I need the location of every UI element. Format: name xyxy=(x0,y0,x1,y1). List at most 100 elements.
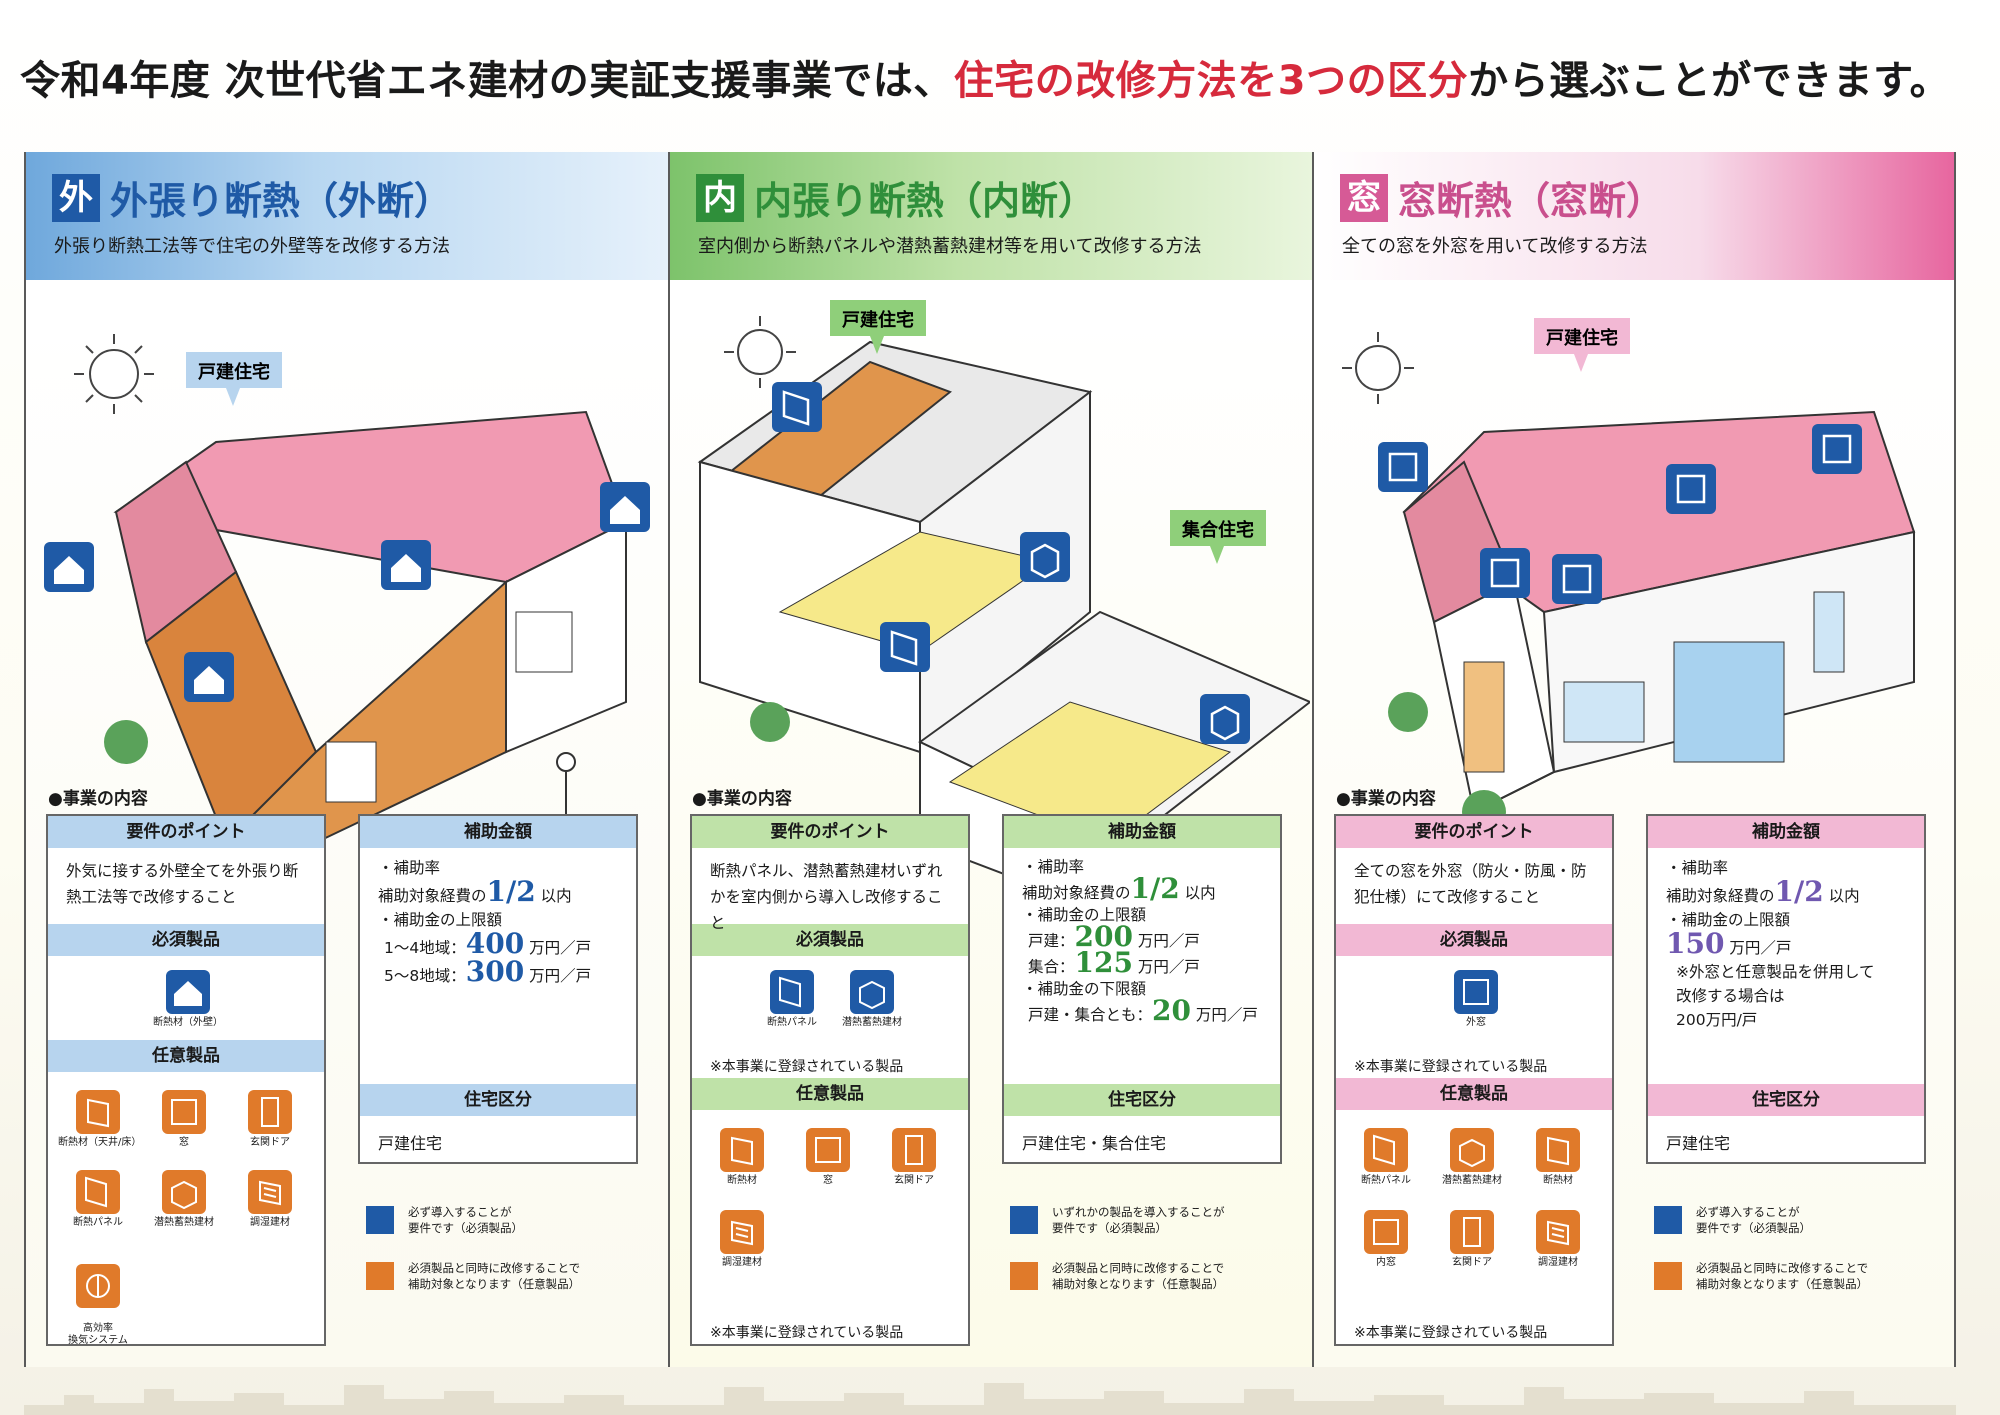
required-product: 潜熱蓄熱建材 xyxy=(832,970,912,1029)
house-type-value: 戸建住宅 xyxy=(1666,1134,1731,1153)
limit-row-2: 集合：125 万円／戸 xyxy=(1028,946,1200,979)
legend-optional: 必須製品と同時に改修することで 補助対象となります（任意製品） xyxy=(1010,1260,1300,1300)
page-title: 令和4年度 次世代省エネ建材の実証支援事業では、住宅の改修方法を3つの区分から選… xyxy=(20,48,1980,108)
house-type-value: 戸建住宅・集合住宅 xyxy=(1022,1134,1167,1153)
panel-outer-insulation: 外 外張り断熱（外断） 外張り断熱工法等で住宅の外壁等を改修する方法 xyxy=(24,152,668,1367)
insulation-icon xyxy=(1536,1128,1580,1172)
house-label-callout-2: 集合住宅 xyxy=(1170,510,1266,564)
humidity-icon xyxy=(720,1210,764,1254)
money-heading: 補助金額 xyxy=(360,816,636,848)
legend-optional: 必須製品と同時に改修することで 補助対象となります（任意製品） xyxy=(366,1260,646,1300)
optional-product-label: 玄関ドア xyxy=(250,1137,290,1148)
registered-note: ※本事業に登録されている製品 xyxy=(710,1059,904,1075)
optional-product-label: 内窓 xyxy=(1376,1257,1396,1268)
requirements-box: 要件のポイント 全ての窓を外窓（防火・防風・防犯仕様）にて改修すること 必須製品… xyxy=(1334,814,1614,1346)
panel-title: 窓断熱（窓断） xyxy=(1398,179,1665,223)
panel-subtitle: 室内側から断熱パネルや潜熱蓄熱建材等を用いて改修する方法 xyxy=(698,236,1202,257)
outer-house-illustration: 戸建住宅 xyxy=(44,334,650,866)
optional-product: 玄関ドア xyxy=(1432,1210,1512,1269)
sun-icon xyxy=(1342,332,1414,404)
house-label-callout-1: 戸建住宅 xyxy=(830,300,926,354)
panel-title: 内張り断熱（内断） xyxy=(754,179,1097,223)
humidity-icon xyxy=(248,1170,292,1214)
lower-limit-row: 戸建・集合とも：20 万円／戸 xyxy=(1028,994,1258,1027)
window-icon xyxy=(1454,970,1498,1014)
points-text: 断熱パネル、潜熱蓄熱建材いずれかを室内側から導入し改修すること xyxy=(710,862,943,932)
house-icon xyxy=(166,970,210,1014)
ventilation-icon xyxy=(76,1264,120,1308)
registered-note: ※本事業に登録されている製品 xyxy=(1354,1325,1548,1341)
required-heading: 必須製品 xyxy=(48,924,324,956)
panel-header: 外 外張り断熱（外断） 外張り断熱工法等で住宅の外壁等を改修する方法 xyxy=(26,152,668,280)
optional-product: 調湿建材 xyxy=(702,1210,782,1269)
money-details: ・補助率 補助対象経費の1/2 以内 ・補助金の上限額 150 万円／戸 ※外窓… xyxy=(1648,848,1924,1084)
optional-heading: 任意製品 xyxy=(48,1040,324,1072)
panel-inner-insulation: 内 内張り断熱（内断） 室内側から断熱パネルや潜熱蓄熱建材等を用いて改修する方法 xyxy=(668,152,1312,1367)
optional-product: 断熱パネル xyxy=(1346,1128,1426,1187)
panel-badge: 内 xyxy=(696,174,744,222)
section-label: ●事業の内容 xyxy=(692,789,792,809)
limit-row-1: 1～4地域：400 万円／戸 xyxy=(384,927,592,960)
required-products: 断熱材（外壁） xyxy=(48,956,324,1040)
requirements-box: 要件のポイント 断熱パネル、潜熱蓄熱建材いずれかを室内側から導入し改修すること … xyxy=(690,814,970,1346)
panel-icon xyxy=(772,382,930,672)
optional-product-label: 窓 xyxy=(179,1137,189,1148)
optional-product-label: 調湿建材 xyxy=(1538,1257,1578,1268)
panel-subtitle: 外張り断熱工法等で住宅の外壁等を改修する方法 xyxy=(54,236,450,257)
required-product: 断熱材（外壁） xyxy=(148,970,228,1029)
insulation-icon xyxy=(720,1128,764,1172)
optional-product: 高効率 換気システム xyxy=(58,1252,138,1347)
house-label: 戸建住宅 xyxy=(1546,327,1618,349)
points-text: 全ての窓を外窓（防火・防風・防犯仕様）にて改修すること xyxy=(1354,862,1587,906)
window-icon xyxy=(806,1128,850,1172)
window-icon xyxy=(1378,424,1862,604)
title-part1: 令和4年度 次世代省エネ建材の実証支援事業では、 xyxy=(20,58,954,104)
panel-window-insulation: 窓 窓断熱（窓断） 全ての窓を外窓を用いて改修する方法 戸建住宅 xyxy=(1312,152,1956,1367)
optional-product-label: 断熱パネル xyxy=(73,1217,123,1228)
required-product: 断熱パネル xyxy=(752,970,832,1029)
house-type-heading: 住宅区分 xyxy=(1004,1084,1280,1116)
optional-product-label: 玄関ドア xyxy=(1452,1257,1492,1268)
panel-header: 窓 窓断熱（窓断） 全ての窓を外窓を用いて改修する方法 xyxy=(1314,152,1954,280)
panel-subtitle: 全ての窓を外窓を用いて改修する方法 xyxy=(1342,236,1648,257)
heat-storage-icon xyxy=(1450,1128,1494,1172)
optional-product: 調湿建材 xyxy=(1518,1210,1598,1269)
house-icon xyxy=(44,482,650,702)
panel-badge: 外 xyxy=(52,174,100,222)
optional-products: 断熱材 窓 玄関ドア 調湿建材 ※本事業に登録されている製品 xyxy=(692,1110,968,1344)
house-type-heading: 住宅区分 xyxy=(1648,1084,1924,1116)
title-part2: から選ぶことができます。 xyxy=(1468,58,1951,104)
optional-product-label: 断熱パネル xyxy=(1361,1175,1411,1186)
door-icon xyxy=(892,1128,936,1172)
panel-title: 外張り断熱（外断） xyxy=(110,179,453,223)
money-details: ・補助率 補助対象経費の1/2 以内 ・補助金の上限額 戸建：200 万円／戸 … xyxy=(1004,848,1280,1084)
money-heading: 補助金額 xyxy=(1648,816,1924,848)
optional-product-label: 調湿建材 xyxy=(250,1217,290,1228)
panel-icon xyxy=(1364,1128,1408,1172)
legend-swatch-orange xyxy=(1010,1262,1038,1290)
optional-product: 断熱材 xyxy=(702,1128,782,1187)
rate-row: 補助対象経費の1/2 以内 xyxy=(1022,872,1216,905)
rate-value: 1/2 xyxy=(1774,875,1824,908)
insulation-icon xyxy=(76,1090,120,1134)
optional-product: 断熱パネル xyxy=(58,1170,138,1229)
panel-header: 内 内張り断熱（内断） 室内側から断熱パネルや潜熱蓄熱建材等を用いて改修する方法 xyxy=(670,152,1312,280)
optional-product: 玄関ドア xyxy=(230,1090,310,1149)
legend-required: 必ず導入することが 要件です（必須製品） xyxy=(366,1204,646,1244)
legend-swatch-blue xyxy=(1010,1206,1038,1234)
rate-label: ・補助率 xyxy=(378,859,441,877)
section-label: ●事業の内容 xyxy=(48,789,148,809)
house-label: 戸建住宅 xyxy=(198,361,270,383)
required-product: 外窓 xyxy=(1436,970,1516,1029)
door-icon xyxy=(1450,1210,1494,1254)
optional-product: 潜熱蓄熱建材 xyxy=(1432,1128,1512,1187)
house-label: 集合住宅 xyxy=(1181,519,1254,541)
optional-product-label: 調湿建材 xyxy=(722,1257,762,1268)
legend-required: いずれかの製品を導入することが 要件です（必須製品） xyxy=(1010,1204,1300,1244)
legend-swatch-blue xyxy=(1654,1206,1682,1234)
rate-row: 補助対象経費の1/2 以内 xyxy=(1666,875,1860,908)
required-heading: 必須製品 xyxy=(1336,924,1612,956)
legend-required: 必ず導入することが 要件です（必須製品） xyxy=(1654,1204,1944,1244)
sun-icon xyxy=(724,316,796,388)
rate-row: 補助対象経費の1/2 以内 xyxy=(378,875,572,908)
